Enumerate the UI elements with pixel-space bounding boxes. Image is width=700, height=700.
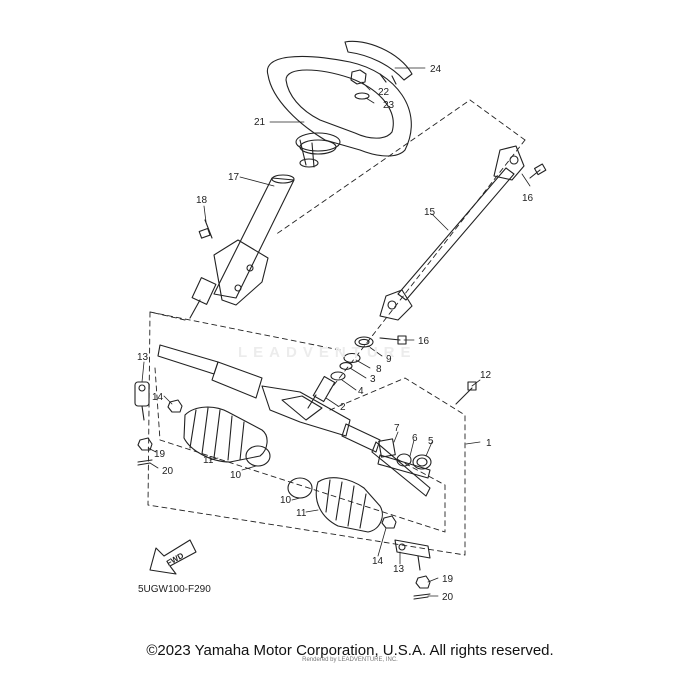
- callout-3: 3: [370, 374, 376, 385]
- ring-3: [339, 362, 353, 370]
- bolt-18: [198, 219, 213, 239]
- nut-22: [350, 69, 367, 85]
- callout-15: 15: [424, 207, 436, 218]
- washer-23: [354, 92, 370, 100]
- nut-14-left: [167, 399, 183, 413]
- tie-rod-end-right: [394, 539, 431, 571]
- assembly-outline-dashed: [147, 99, 526, 556]
- rack-housing: [157, 344, 431, 497]
- callout-4: 4: [358, 386, 364, 397]
- steering-wheel: [266, 55, 412, 168]
- callout-19: 19: [442, 574, 454, 585]
- copyright-notice: ©2023 Yamaha Motor Corporation, U.S.A. A…: [146, 642, 554, 659]
- callout-23: 23: [383, 100, 395, 111]
- fwd-arrow: [149, 539, 197, 575]
- callout-11: 11: [296, 508, 307, 519]
- callout-7: 7: [394, 423, 400, 434]
- callout-8: 8: [376, 364, 382, 375]
- callout-19: 19: [154, 449, 166, 460]
- callout-20: 20: [162, 466, 174, 477]
- seal-9: [354, 336, 374, 348]
- callout-16: 16: [522, 193, 534, 204]
- callout-17: 17: [228, 172, 240, 183]
- callout-10: 10: [230, 470, 242, 481]
- callout-16: 16: [418, 336, 430, 347]
- callout-11: 11: [203, 455, 214, 466]
- callout-14: 14: [372, 556, 384, 567]
- cotter-pin-20-left: [137, 459, 153, 466]
- nut-19-left: [137, 437, 153, 451]
- nut-14-right: [381, 515, 397, 529]
- bolt-12: [455, 381, 477, 405]
- bearing-8: [343, 352, 361, 364]
- callout-20: 20: [442, 592, 454, 603]
- cap-5-inner: [416, 457, 428, 467]
- callout-22: 22: [378, 87, 390, 98]
- intermediate-shaft: [379, 145, 525, 321]
- callout-13: 13: [393, 564, 405, 575]
- seal-9-inner: [358, 338, 370, 346]
- nut-19-right: [415, 575, 431, 589]
- leader-lines: [141, 67, 531, 597]
- callout-12: 12: [480, 370, 492, 381]
- callout-2: 2: [340, 402, 346, 413]
- watermark: LEADVENTURE: [238, 344, 417, 361]
- bolt-16-lower: [379, 335, 407, 345]
- tie-rod-end-left: [134, 381, 150, 421]
- callout-13: 13: [137, 352, 149, 363]
- callout-6: 6: [412, 433, 418, 444]
- callout-18: 18: [196, 195, 208, 206]
- cotter-pin-20-right: [413, 593, 431, 600]
- callout-1: 1: [486, 438, 492, 449]
- callout-24: 24: [430, 64, 442, 75]
- diagram-code: 5UGW100-F290: [138, 584, 211, 595]
- bolt-16-upper: [529, 163, 547, 179]
- guide-7: [378, 438, 396, 458]
- steering-column: [189, 174, 295, 319]
- steering-cap: [344, 40, 413, 85]
- callout-9: 9: [386, 354, 392, 365]
- seal-4: [330, 371, 346, 381]
- rendered-by-note: Rendered by LEADVENTURE, INC.: [302, 657, 398, 663]
- callout-14: 14: [152, 392, 164, 403]
- callout-21: 21: [254, 117, 266, 128]
- pinion-gear: [307, 375, 336, 409]
- spring-6: [396, 453, 412, 467]
- clamp-10-left: [245, 445, 271, 467]
- boot-right: [315, 477, 383, 533]
- boot-left: [183, 406, 268, 463]
- callout-5: 5: [428, 436, 434, 447]
- cap-5: [412, 454, 432, 470]
- callout-10: 10: [280, 495, 292, 506]
